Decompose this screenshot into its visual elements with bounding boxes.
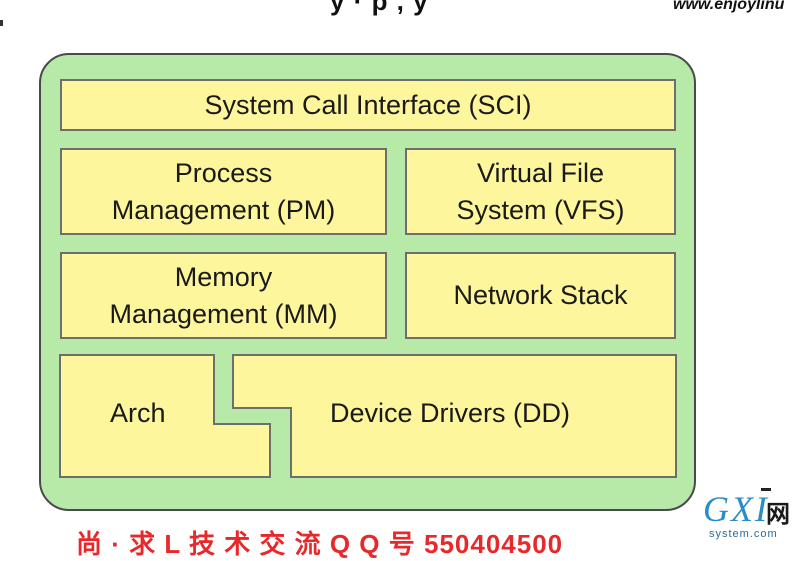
edge-mark [0,20,3,26]
sci-label: System Call Interface (SCI) [204,89,532,120]
header-cut-text: y · p , y [330,0,429,16]
watermark-sub: system.com [709,528,778,540]
pm-block: Process Management (PM) [60,148,387,235]
watermark-net: 网 [766,500,790,528]
arch-label: Arch [110,398,166,428]
site-url: www.enjoylinu [673,0,785,13]
interlocking-shapes [59,354,677,478]
device-drivers-label: Device Drivers (DD) [330,398,571,428]
pm-label-line2: Management (PM) [111,194,336,225]
mm-label-line1: Memory [174,261,273,292]
pm-label-line1: Process [174,157,273,188]
sci-block: System Call Interface (SCI) [60,79,676,131]
device-drivers-block [232,354,677,478]
vfs-label-line1: Virtual File [476,157,605,188]
vfs-block: Virtual File System (VFS) [405,148,676,235]
network-stack-block: Network Stack [405,252,676,339]
watermark-dash [761,488,771,491]
watermark-logo: GXI 网 system.com [703,488,799,543]
watermark-main: GXI [703,489,769,529]
mm-label-line2: Management (MM) [109,298,338,329]
vfs-label-line2: System (VFS) [456,194,625,225]
mm-block: Memory Management (MM) [60,252,387,339]
network-stack-label: Network Stack [453,280,628,310]
arch-block [59,354,271,478]
